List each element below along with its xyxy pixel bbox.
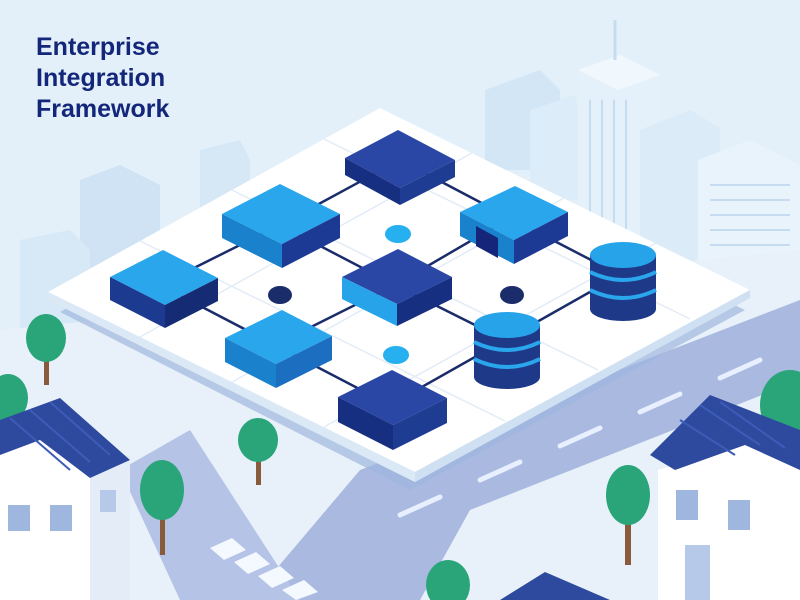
house-icon: [650, 395, 800, 600]
tree-icon: [0, 374, 28, 422]
road: [250, 300, 800, 600]
connector-node-icon: [383, 346, 409, 364]
skyscraper: [578, 55, 660, 250]
tree-icon: [238, 418, 278, 485]
connector-node-icon: [385, 225, 411, 243]
title-line: Integration: [36, 64, 166, 92]
tree-icon: [606, 465, 650, 565]
module-block-icon: [110, 250, 218, 328]
module-block-icon: [342, 249, 452, 326]
skyscraper: [530, 95, 580, 200]
module-block-icon: [222, 184, 340, 268]
title-line: Framework: [36, 95, 170, 123]
skyscraper-group: [485, 20, 800, 290]
module-block-icon: [225, 310, 332, 388]
connector-nodes: [268, 225, 524, 364]
database-icon: [589, 242, 657, 321]
connector-node-icon: [268, 286, 292, 304]
house-roof-icon: [500, 572, 610, 600]
tree-icon: [26, 314, 66, 385]
title-line: Enterprise: [36, 33, 160, 61]
house-icon: [0, 398, 130, 600]
module-block-icon: [460, 186, 568, 264]
module-block-icon: [338, 370, 447, 450]
module-block-icon: [345, 130, 455, 205]
tree-icon: [140, 460, 184, 555]
crosswalk: [210, 538, 318, 600]
database-icon: [473, 312, 541, 389]
page-title: Enterprise Integration Framework: [36, 32, 169, 125]
tree-icon: [426, 560, 470, 600]
connector-node-icon: [500, 286, 524, 304]
